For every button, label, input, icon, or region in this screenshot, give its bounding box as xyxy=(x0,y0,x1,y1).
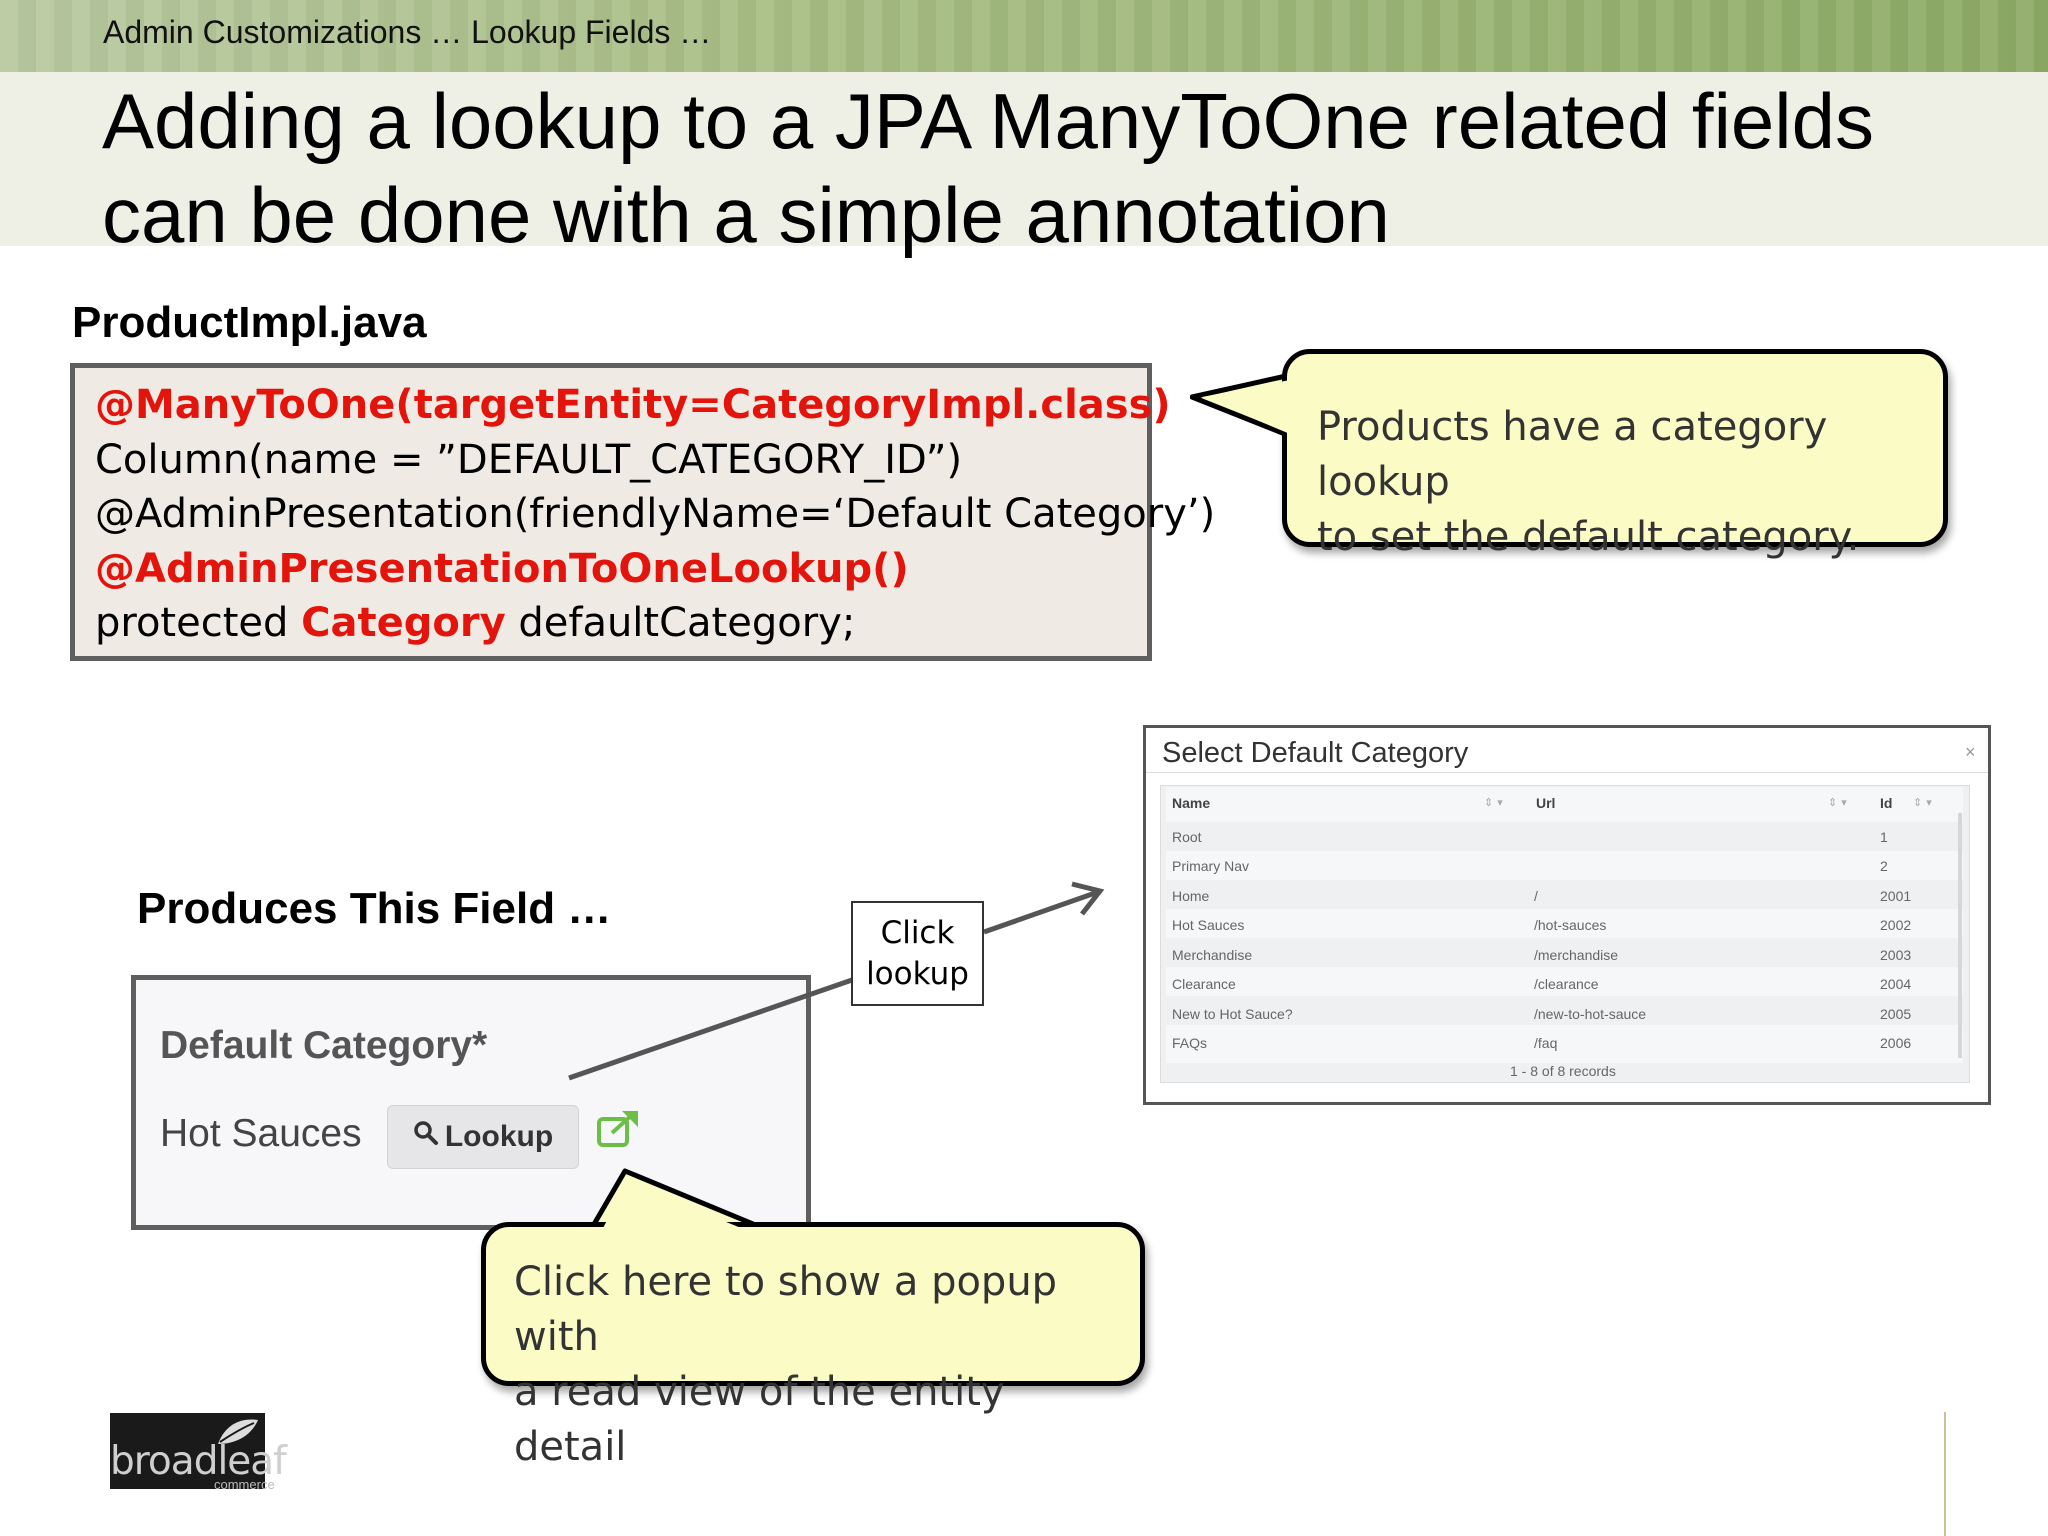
lookup-button[interactable]: Lookup xyxy=(387,1105,579,1169)
table-row[interactable] xyxy=(1166,851,1963,880)
callout-category-line2: to set the default category. xyxy=(1317,514,1860,560)
produces-field-label: Produces This Field … xyxy=(137,884,612,933)
table-row[interactable] xyxy=(1166,1025,1963,1054)
callout-popup-line2: a read view of the entity detail xyxy=(514,1369,1005,1470)
footer-divider xyxy=(1944,1412,1946,1536)
table-cell-url: / xyxy=(1534,888,1538,904)
field-value: Hot Sauces xyxy=(160,1112,362,1155)
sort-filter-icon[interactable]: ⇕▾ xyxy=(1913,797,1936,809)
dialog-scrollbar[interactable] xyxy=(1958,813,1962,1058)
table-cell-name: FAQs xyxy=(1172,1035,1208,1051)
lookup-button-label: Lookup xyxy=(444,1120,554,1153)
table-row[interactable] xyxy=(1166,822,1963,851)
table-row[interactable] xyxy=(1166,996,1963,1025)
close-icon[interactable]: × xyxy=(1965,742,1976,762)
records-count: 1 - 8 of 8 records xyxy=(1510,1063,1616,1079)
table-cell-id: 2004 xyxy=(1880,976,1912,992)
table-cell-name: Primary Nav xyxy=(1172,858,1250,874)
click-label-line2: lookup xyxy=(866,956,969,992)
table-cell-id: 2 xyxy=(1880,858,1888,874)
table-cell-url: /hot-sauces xyxy=(1534,917,1607,933)
breadcrumb: Admin Customizations … Lookup Fields … xyxy=(103,14,712,50)
code-line-adminpresentation: @AdminPresentation(friendlyName=‘Default… xyxy=(95,491,1216,537)
page-title: Adding a lookup to a JPA ManyToOne relat… xyxy=(102,74,2002,262)
click-label-line1: Click xyxy=(880,915,955,951)
table-cell-url: /new-to-hot-sauce xyxy=(1534,1006,1647,1022)
callout-popup-line1: Click here to show a popup with xyxy=(514,1259,1058,1360)
table-cell-name: Home xyxy=(1172,888,1210,904)
field-label: Default Category* xyxy=(160,1024,488,1067)
sort-filter-icon[interactable]: ⇕▾ xyxy=(1828,797,1851,809)
header-bar xyxy=(0,0,2048,72)
logo-text: broadleaf xyxy=(110,1439,287,1484)
table-cell-name: Hot Sauces xyxy=(1172,917,1245,933)
sort-filter-icon[interactable]: ⇕▾ xyxy=(1484,797,1507,809)
column-header-name[interactable]: Name xyxy=(1172,795,1211,811)
code-line-manytoone: @ManyToOne(targetEntity=CategoryImpl.cla… xyxy=(95,382,1171,428)
page-title-line2: can be done with a simple annotation xyxy=(102,171,1390,259)
code-block: @ManyToOne(targetEntity=CategoryImpl.cla… xyxy=(70,363,1216,661)
table-row[interactable] xyxy=(1166,880,1963,909)
code-line-field: protected Category defaultCategory; xyxy=(95,596,1127,651)
code-line-column: Column(name = ”DEFAULT_CATEGORY_ID”) xyxy=(95,436,963,483)
search-icon xyxy=(414,1121,438,1145)
table-cell-id: 2003 xyxy=(1880,947,1912,963)
table-cell-name: Merchandise xyxy=(1172,947,1253,963)
leaf-icon xyxy=(218,1419,258,1444)
table-cell-id: 1 xyxy=(1880,829,1888,845)
table-cell-url: /merchandise xyxy=(1534,947,1619,963)
callout-category-line1: Products have a category lookup xyxy=(1317,404,1828,505)
table-cell-name: Root xyxy=(1172,829,1202,845)
table-cell-name: New to Hot Sauce? xyxy=(1172,1006,1293,1022)
callout-popup-info: Click here to show a popup with a read v… xyxy=(481,1222,1145,1470)
file-label: ProductImpl.java xyxy=(72,298,427,347)
table-cell-name: Clearance xyxy=(1172,976,1236,992)
code-field-type: Category xyxy=(301,600,506,646)
external-link-icon[interactable] xyxy=(596,1109,640,1149)
column-header-id[interactable]: Id xyxy=(1880,795,1893,811)
title-band xyxy=(0,72,2048,246)
table-cell-url: /clearance xyxy=(1534,976,1599,992)
logo-subtext: commerce xyxy=(214,1477,275,1492)
click-lookup-label: Click lookup xyxy=(851,901,984,1006)
code-field-prefix: protected xyxy=(95,600,302,646)
column-header-url[interactable]: Url xyxy=(1536,795,1556,811)
table-cell-id: 2001 xyxy=(1880,888,1912,904)
arrow-to-dialog xyxy=(568,881,1105,1081)
table-cell-id: 2005 xyxy=(1880,1006,1912,1022)
table-cell-id: 2006 xyxy=(1880,1035,1912,1051)
dialog-separator xyxy=(1146,772,1988,773)
callout-category-lookup: Products have a category lookup to set t… xyxy=(1282,349,1948,560)
code-line-lookup-annotation: @AdminPresentationToOneLookup() xyxy=(95,545,909,592)
table-row[interactable] xyxy=(1166,938,1963,967)
table-cell-url: /faq xyxy=(1534,1035,1558,1051)
code-field-suffix: defaultCategory; xyxy=(505,600,856,646)
dialog-title: Select Default Category xyxy=(1162,737,1469,769)
page-title-line1: Adding a lookup to a JPA ManyToOne relat… xyxy=(102,77,1874,165)
table-cell-id: 2002 xyxy=(1880,917,1912,933)
